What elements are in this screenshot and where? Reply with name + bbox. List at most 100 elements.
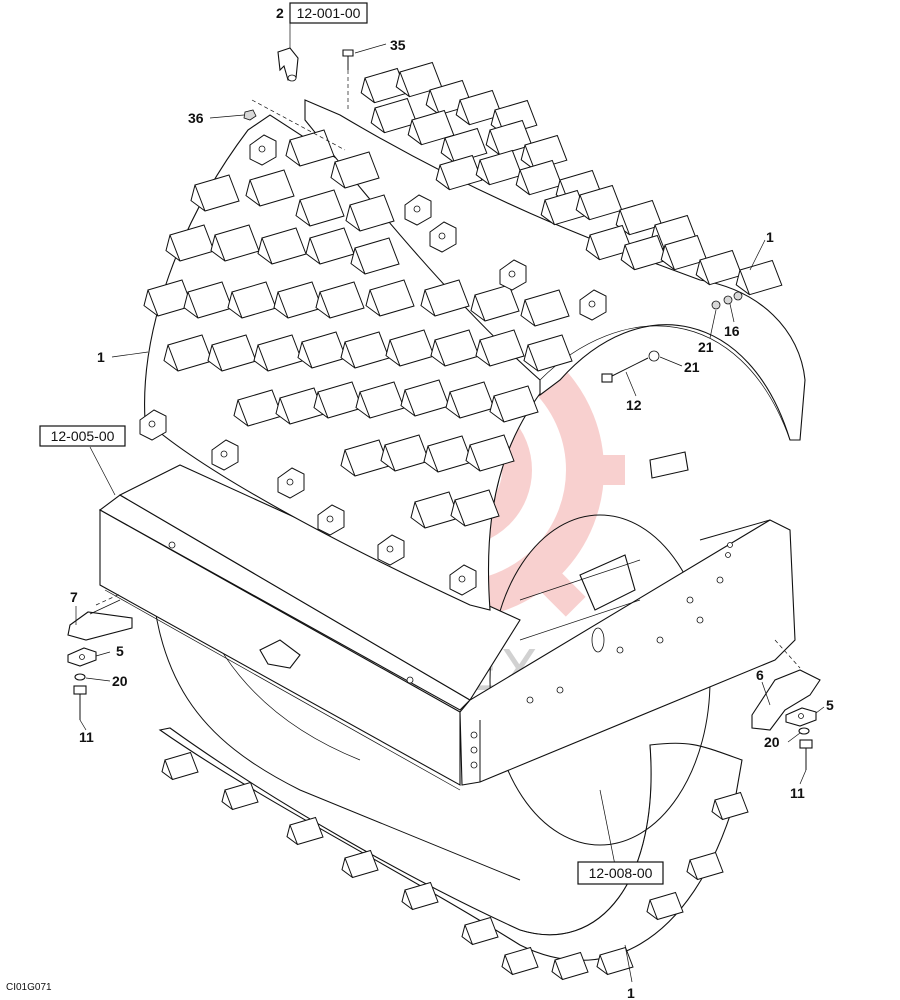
padfoot-tip [440,127,488,164]
padfoot-tip [465,434,515,472]
part-5-plate-right [785,707,817,727]
padfoot-tip [686,851,724,881]
callout-11-right: 11 [790,785,805,801]
part-12-bolt [601,350,660,383]
callout-11-left: 11 [79,729,94,745]
padfoot-tip [395,61,443,98]
padfoot-tip [551,951,589,981]
padfoot-tip [345,194,395,232]
padfoot-tip [470,284,520,322]
padfoot-tip [143,279,193,317]
reference-label: 12-008-00 [589,865,653,881]
padfoot-tip [711,791,749,821]
part-2-clamp [277,47,299,82]
padfoot-tip [420,279,470,317]
padfoot-tip [430,329,480,367]
padfoot-tip [660,234,708,271]
part-5-plate-left [67,647,97,667]
padfoot-tip [501,946,539,976]
padfoot-tip [190,174,240,212]
callout-16: 16 [724,323,740,339]
bracket-hole [413,205,421,213]
callouts: 2 35 36 1 1 21 16 21 12 7 5 20 11 6 5 20… [70,5,834,1000]
bracket-hole [326,515,334,523]
callout-20-left: 20 [112,673,128,689]
padfoot-tip [475,329,525,367]
padfoot-tip [165,224,215,262]
reference-label: 12-005-00 [51,428,115,444]
padfoot-tip [295,189,345,227]
padfoot-tip [445,381,495,419]
padfoot-tip [350,237,400,275]
reference-box-12-008-00: 12-008-00 [577,861,664,885]
callout-35: 35 [390,37,406,53]
padfoot-tip [515,159,563,196]
bracket-hole [438,232,446,240]
padfoot-tip [315,281,365,319]
padfoot-tip [360,67,408,104]
callout-1-top-right: 1 [766,229,774,245]
reference-box-12-005-00: 12-005-00 [39,425,126,447]
callout-6: 6 [756,667,764,683]
padfoot-tip [735,259,783,296]
bracket-hole [588,300,596,308]
part-20-washer-left [74,673,86,681]
part-7-scraper [67,593,133,641]
padfoot-tip [596,946,634,976]
padfoot-tip [450,489,500,527]
padfoot-tip [161,751,199,781]
part-35-bolt [342,49,354,110]
callout-36: 36 [188,110,204,126]
padfoot-tip [221,781,259,811]
reference-label: 12-001-00 [297,5,361,21]
callout-21-a: 21 [698,339,714,355]
padfoot-tip [257,227,307,265]
padfoot-pads [139,61,783,981]
drawing-code: CI01G071 [6,982,52,993]
padfoot-tip [330,151,380,189]
padfoot-tip [401,881,439,911]
bracket-hole [386,545,394,553]
callout-7: 7 [70,589,78,605]
bracket-hole [286,478,294,486]
padfoot-tip [489,385,539,423]
callout-1-bottom: 1 [627,985,635,1000]
part-20-washer-right [798,727,810,735]
leader-lines [75,20,825,983]
padfoot-tip [461,916,499,946]
padfoot-tip [520,134,568,171]
padfoot-tip [286,816,324,846]
callout-5-left: 5 [116,643,124,659]
drum-frame [98,451,796,881]
padfoot-tip [341,849,379,879]
bracket-hole [220,450,228,458]
part-11-bolt-left [73,685,87,720]
padfoot-tip [340,331,390,369]
padfoot-tip [410,491,460,529]
bracket-hole [258,145,266,153]
padfoot-tip [646,891,684,921]
callout-20-right: 20 [764,734,780,750]
part-11-bolt-right [799,739,813,770]
part-16-21-washers [711,291,743,310]
padfoot-tip [245,169,295,207]
callout-2: 2 [276,5,284,21]
callout-1-left: 1 [97,349,105,365]
bracket-hole [508,270,516,278]
bracket-hole [148,420,156,428]
padfoot-tip [285,129,335,167]
padfoot-tip [523,334,573,372]
callout-5-right: 5 [826,697,834,713]
part-6-scraper [751,639,821,731]
callout-12: 12 [626,397,642,413]
padfoot-tip [520,289,570,327]
padfoot-tip [365,279,415,317]
bracket-hole [458,575,466,583]
padfoot-tip [475,149,523,186]
part-36-nut [243,99,346,151]
padfoot-tip [435,154,483,191]
callout-21-b: 21 [684,359,700,375]
reference-box-12-001-00: 12-001-00 [289,2,368,24]
padfoot-tip [297,331,347,369]
